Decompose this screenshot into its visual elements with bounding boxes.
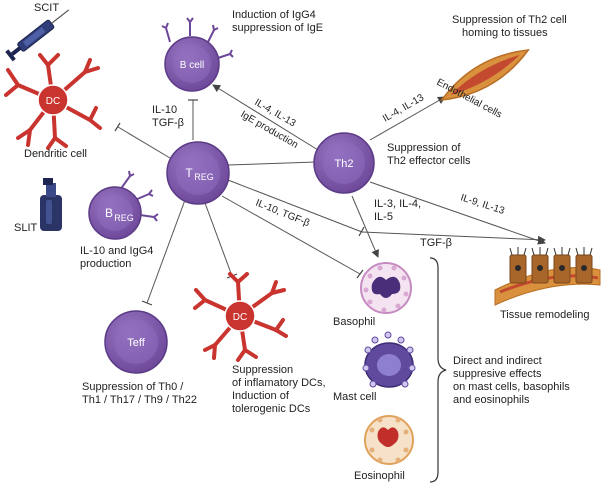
mast-cell-label: Mast cell [333,391,377,403]
teff-supp-line2: Th1 / Th17 / Th9 / Th22 [82,394,197,406]
tgfb-label-1: TGF-β [152,117,184,129]
treg-text: T [185,166,193,180]
direct-line4: and eosinophils [453,394,530,406]
inhibit-bar [141,300,153,306]
dc-top-text: DC [46,96,60,107]
dc-supp-line1: Suppression [232,364,294,376]
il3-line1: IL-3, IL-4, [374,198,422,210]
inhibit-bar [114,122,121,132]
breg-production-line2: production [80,258,132,270]
spray-bottle-icon [40,178,62,231]
direct-line1: Direct and indirect [453,355,542,367]
mast-cell-icon [362,331,416,388]
treg-to-th2-line [227,161,317,166]
tissue-remodeling-label: Tissue remodeling [500,309,590,321]
tgfb-arrow [361,231,546,244]
th2-to-basophil-arrow [351,195,379,258]
th2-to-endothelial-arrow [369,96,446,141]
treg-to-basophil-line [221,195,361,275]
basophil-icon [360,262,412,314]
th2-homing-line2: homing to tissues [462,27,548,39]
igg4-line2: suppression of IgE [232,22,324,34]
il3-line2: IL-5 [374,211,393,223]
eosinophil-icon [364,415,414,465]
breg-production-line1: IL-10 and IgG4 [80,245,154,257]
scit-label: SCIT [34,2,60,14]
dc-supp-line4: tolerogenic DCs [232,403,311,415]
il10-label: IL-10 [152,104,178,116]
teff-supp-line1: Suppression of Th0 / [82,381,184,393]
breg-sub-text: REG [114,213,134,223]
inhibit-bar [358,226,365,237]
tissue-remodeling-icon [494,247,601,306]
direct-line2: suppresive effects [453,368,542,380]
dendritic-cell-body [37,84,69,116]
basophil-label: Basophil [333,316,376,328]
treg-to-teff-line [146,199,186,304]
teff-text: Teff [127,337,145,349]
dc-bottom-text: DC [233,312,247,323]
endothelial-cell-icon [440,49,530,101]
dendritic-cell-bottom-body [224,300,256,332]
th2-text: Th2 [335,158,354,170]
treg-right-line [227,179,363,233]
breg-text: B [105,206,113,220]
dendritic-cell-label: Dendritic cell [24,148,87,160]
th2-to-tissue-arrow [369,181,546,245]
il9-il13-label: IL-9, IL-13 [459,192,506,217]
treg-to-dc2-line [204,202,233,277]
treg-to-dc-line [117,126,171,159]
th2-to-bcell-arrow [212,84,319,151]
igg4-line1: Induction of IgG4 [232,9,316,21]
th2-effector-line1: Suppression of [387,142,461,154]
dc-supp-line2: of inflamatory DCs, [232,377,326,389]
syringe-icon [5,9,70,62]
brace [429,257,447,483]
il4-il13-endo-label: IL-4, IL-13 [381,92,426,125]
bcell-text: B cell [180,60,204,71]
slit-label: SLIT [14,222,38,234]
eosinophil-label: Eosinophil [354,470,405,482]
direct-line3: on mast cells, basophils [453,381,570,393]
th2-effector-line2: Th2 effector cells [387,155,471,167]
il10-tgfb-baso-label: IL-10, TGF-β [254,198,311,230]
treg-sub-text: REG [194,172,214,182]
th2-homing-line1: Suppression of Th2 cell [452,14,567,26]
inhibit-bar [356,269,364,279]
bcell-receptors [161,17,234,59]
dc-supp-line3: Induction of [232,390,289,402]
tgfb-label-2: TGF-β [420,237,452,249]
